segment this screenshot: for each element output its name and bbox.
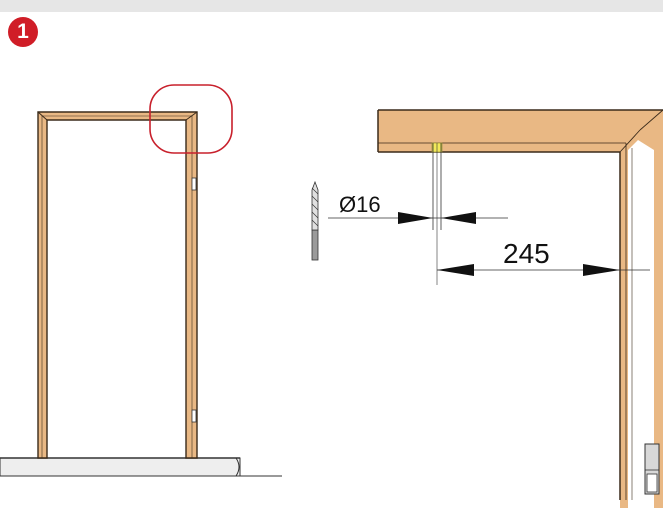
drill-bit-shank [311, 229, 319, 261]
step-number-badge: 1 [8, 17, 38, 47]
hinge-icon [191, 177, 197, 191]
drill-diameter-label: Ø16 [339, 192, 381, 217]
distance-arrow-right [583, 264, 620, 276]
frame-corner-detail: Ø16 245 [328, 109, 663, 508]
distance-arrow-left [437, 264, 474, 276]
floor-slab [0, 457, 241, 477]
drill-bit-spiral [311, 187, 319, 227]
detail-highlight-circle [149, 84, 233, 154]
frame-profile [378, 110, 663, 508]
door-frame-overview [0, 84, 282, 477]
hinge-plate [646, 473, 658, 493]
diameter-arrow-left [398, 212, 433, 224]
door-frame [37, 111, 198, 459]
top-bar [0, 0, 663, 12]
frame-miter [619, 129, 641, 153]
frame-miter-outer [639, 109, 663, 131]
floor-break-mark [235, 457, 240, 477]
hinge-icon [191, 409, 197, 423]
distance-label: 245 [503, 238, 550, 269]
drill-bit-flutes [311, 180, 319, 231]
drill-bit-icon [311, 180, 319, 261]
diameter-arrow-right [441, 212, 476, 224]
